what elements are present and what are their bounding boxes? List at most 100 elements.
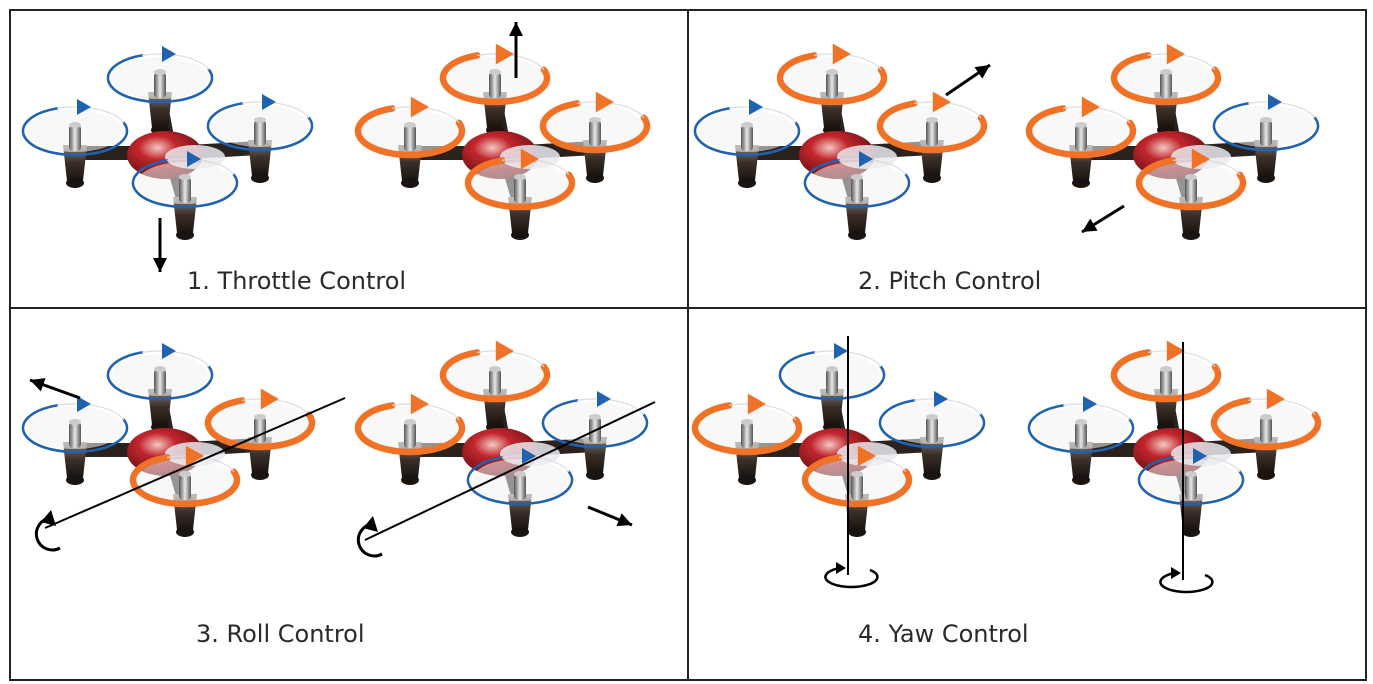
- left-arrow: [29, 378, 81, 400]
- motor: [514, 474, 526, 500]
- leg-foot: [586, 470, 604, 480]
- motor: [1075, 422, 1087, 448]
- rotation-arc: [1212, 102, 1320, 152]
- leg-foot: [511, 527, 529, 537]
- leg-foot: [66, 475, 84, 485]
- rotation-arrow-head: [1266, 388, 1285, 410]
- rotation-arc: [539, 100, 651, 154]
- yaw-rotation-left: [824, 562, 879, 589]
- rotation-arrow-head: [857, 445, 876, 467]
- rotation-arrow-head: [747, 393, 766, 415]
- rotation-arc: [803, 159, 911, 209]
- rotation-arrow-head: [520, 148, 539, 170]
- quadcopter: [691, 343, 986, 537]
- rotation-arc: [1210, 397, 1322, 451]
- rotation-arrow-head: [934, 391, 948, 407]
- rotation-arc: [541, 399, 649, 449]
- rotor-ring: [1063, 106, 1131, 124]
- motor-cap: [1160, 366, 1172, 372]
- rotation-arc: [1110, 52, 1222, 106]
- motor-cap: [851, 174, 863, 180]
- leg-foot: [848, 527, 866, 537]
- rotation-arrow-head: [1268, 94, 1282, 110]
- rotor-ring: [57, 106, 125, 124]
- motor: [404, 422, 416, 448]
- arrow-head: [153, 258, 167, 272]
- rotor-fast: [439, 340, 551, 403]
- rotation-arc: [21, 404, 129, 454]
- arrow-head: [509, 22, 523, 36]
- motor-cap: [741, 419, 753, 425]
- yaw-arrow-head: [1171, 567, 1181, 579]
- leg-foot: [1072, 475, 1090, 485]
- rotor-ring: [392, 403, 460, 421]
- rotation-arc: [1027, 404, 1135, 454]
- motor-cap: [179, 471, 191, 477]
- rotation-arc: [354, 105, 466, 159]
- motor-cap: [69, 419, 81, 425]
- rotor-fast: [464, 148, 576, 211]
- yaw-arrow-head: [836, 562, 846, 574]
- leg-foot: [176, 230, 194, 240]
- spin-arrow-head: [41, 510, 56, 526]
- motor-cap: [1185, 471, 1197, 477]
- rotation-arc: [439, 52, 551, 106]
- motor: [1260, 120, 1272, 146]
- rotor-fast: [204, 388, 316, 451]
- rotor-ring: [729, 403, 797, 421]
- quadcopter: [693, 43, 988, 240]
- motor: [514, 177, 526, 203]
- rotor-ring: [142, 350, 210, 368]
- rotation-arc: [466, 456, 574, 506]
- rotation-arc: [693, 107, 801, 157]
- rotation-arrow-head: [410, 96, 429, 118]
- rotation-arrow-head: [185, 445, 204, 467]
- rotor-fast: [354, 96, 466, 159]
- panel-caption-throttle: 1. Throttle Control: [187, 267, 407, 295]
- rotation-arrow-head: [260, 388, 279, 410]
- rotor-slow: [131, 151, 239, 209]
- arrow-head: [30, 378, 46, 392]
- motor-cap: [1160, 69, 1172, 75]
- rotor-fast: [1210, 388, 1322, 451]
- rotor-ring: [1248, 398, 1316, 416]
- right-arrow: [587, 505, 633, 527]
- yaw-arc: [824, 566, 879, 589]
- motor: [254, 417, 266, 443]
- motor: [489, 72, 501, 98]
- motor-cap: [826, 69, 838, 75]
- rotor-fast: [1110, 340, 1222, 403]
- rotor-slow: [1027, 396, 1135, 454]
- motor-cap: [851, 471, 863, 477]
- yaw-arc: [1159, 571, 1214, 594]
- leg-foot: [401, 475, 419, 485]
- backward-arrow: [1081, 204, 1125, 234]
- motor-cap: [1260, 414, 1272, 420]
- forward-arrow: [945, 63, 991, 97]
- leg-foot: [1182, 230, 1200, 240]
- rotation-arc: [129, 454, 241, 508]
- rotor-slow: [466, 448, 574, 506]
- panel-caption-pitch: 2. Pitch Control: [858, 267, 1042, 295]
- yaw-rotation-right: [1159, 567, 1214, 594]
- arrow-head: [974, 65, 990, 79]
- rotation-arc: [439, 349, 551, 403]
- rotor-ring: [1173, 158, 1241, 176]
- leg-foot: [1257, 470, 1275, 480]
- rotor-ring: [477, 350, 545, 368]
- motor-cap: [154, 69, 166, 75]
- motor-cap: [69, 122, 81, 128]
- rotor-fast: [1110, 43, 1222, 106]
- rotor-fast: [129, 445, 241, 508]
- rotation-arc: [1025, 105, 1137, 159]
- motor-cap: [514, 174, 526, 180]
- motor: [1075, 125, 1087, 151]
- rotor-ring: [577, 101, 645, 119]
- motor: [154, 72, 166, 98]
- rotation-arrow-head: [1083, 396, 1097, 412]
- rotation-arrow-head: [187, 151, 201, 167]
- motor-cap: [1185, 174, 1197, 180]
- rotor-ring: [502, 158, 570, 176]
- rotation-arc: [1110, 349, 1222, 403]
- motor: [741, 422, 753, 448]
